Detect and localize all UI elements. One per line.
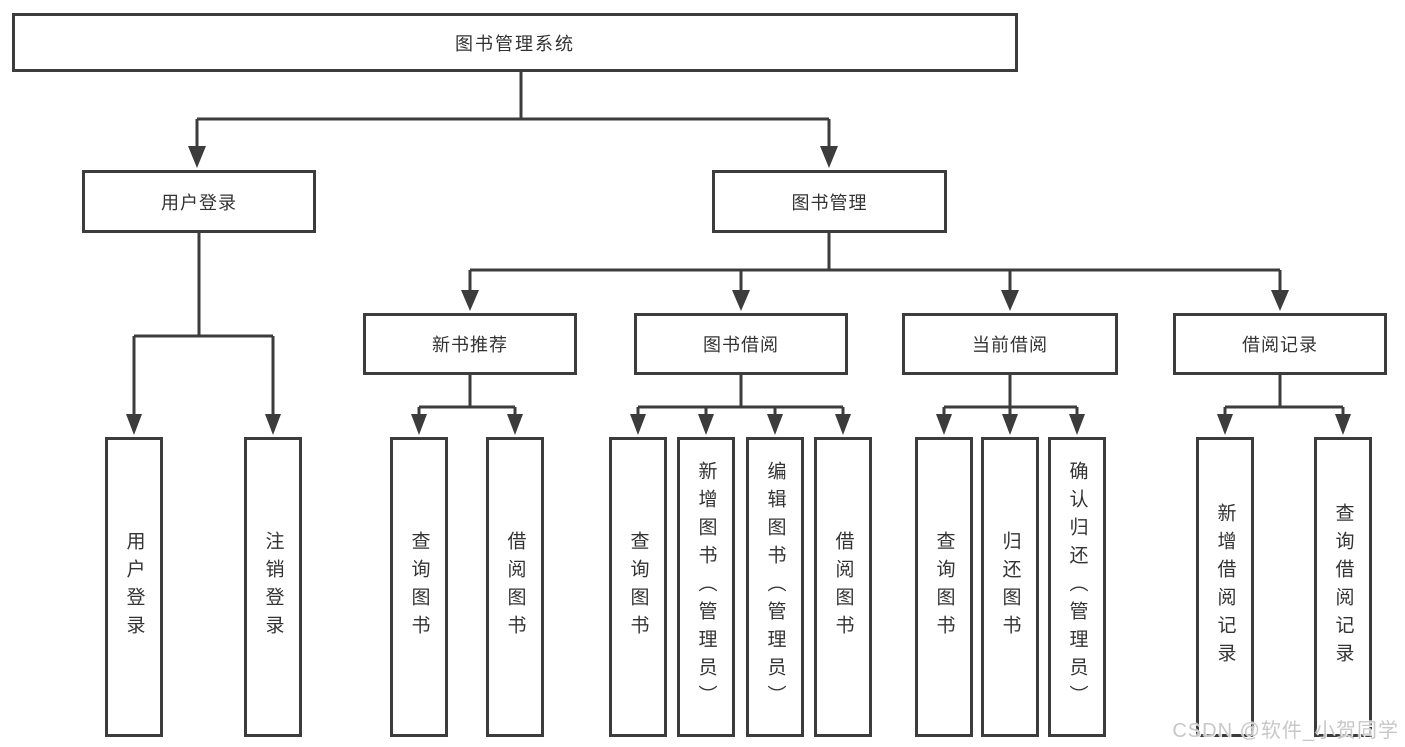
leaf-user-login: 用户登录	[105, 437, 163, 737]
leaf-logout: 注销登录	[244, 437, 302, 737]
leaf-confirm-return-admin: 确认归还（管理员）	[1048, 437, 1106, 737]
leaf-borrow-books-recommend-label: 借阅图书	[504, 531, 526, 643]
leaf-add-borrow-record: 新增借阅记录	[1196, 437, 1254, 737]
node-user-login: 用户登录	[82, 170, 316, 233]
leaf-query-borrow-record: 查询借阅记录	[1314, 437, 1372, 737]
leaf-return-books: 归还图书	[981, 437, 1039, 737]
leaf-add-book-admin: 新增图书（管理员）	[677, 437, 735, 737]
watermark: CSDN @软件_小贺同学	[1172, 720, 1399, 742]
leaf-confirm-return-admin-label: 确认归还（管理员）	[1066, 461, 1088, 713]
leaf-add-borrow-record-label: 新增借阅记录	[1214, 503, 1236, 671]
leaf-logout-label: 注销登录	[262, 531, 284, 643]
leaf-query-borrow-record-label: 查询借阅记录	[1332, 503, 1354, 671]
leaf-query-books-borrow-label: 查询图书	[627, 531, 649, 643]
arrowheads	[126, 146, 1351, 435]
leaf-edit-book-admin: 编辑图书（管理员）	[746, 437, 804, 737]
leaf-borrow-books-label: 借阅图书	[832, 531, 854, 643]
node-book-management: 图书管理	[712, 170, 947, 233]
leaf-edit-book-admin-label: 编辑图书（管理员）	[764, 461, 786, 713]
leaf-add-book-admin-label: 新增图书（管理员）	[695, 461, 717, 713]
leaf-query-books-borrow: 查询图书	[609, 437, 667, 737]
leaf-query-books-current-label: 查询图书	[933, 531, 955, 643]
leaf-user-login-label: 用户登录	[123, 531, 145, 643]
leaf-query-books-recommend: 查询图书	[390, 437, 448, 737]
leaf-query-books-recommend-label: 查询图书	[408, 531, 430, 643]
leaf-borrow-books-recommend: 借阅图书	[486, 437, 544, 737]
leaf-return-books-label: 归还图书	[999, 531, 1021, 643]
node-current-borrowing: 当前借阅	[902, 313, 1118, 375]
node-borrow-records: 借阅记录	[1173, 313, 1387, 375]
node-system-root: 图书管理系统	[12, 13, 1018, 72]
leaf-query-books-current: 查询图书	[915, 437, 973, 737]
node-book-borrowing: 图书借阅	[634, 313, 848, 375]
node-new-book-recommend: 新书推荐	[363, 313, 577, 375]
leaf-borrow-books: 借阅图书	[814, 437, 872, 737]
